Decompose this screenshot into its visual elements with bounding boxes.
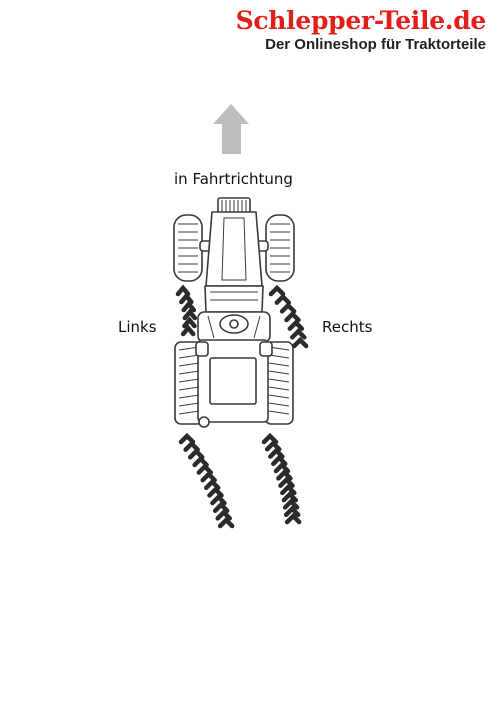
front-right-wheel: [265, 214, 295, 282]
tread-mark: [196, 463, 214, 475]
brand-logo: Schlepper-Teile.de Der Onlineshop für Tr…: [235, 6, 487, 54]
tread-mark: [280, 483, 297, 496]
left-side-label: Links: [118, 318, 157, 336]
right-side-label: Rechts: [322, 318, 373, 336]
tread-mark: [181, 300, 197, 313]
tread-mark: [212, 501, 230, 513]
tread-mark: [287, 319, 305, 331]
rear-right-wheel: [264, 341, 294, 425]
tread-mark: [268, 447, 285, 459]
tread-mark: [183, 440, 200, 452]
tread-mark: [192, 455, 209, 468]
driver-seat: [197, 311, 271, 343]
tread-mark: [187, 448, 205, 460]
tread-mark: [291, 336, 309, 349]
tread-mark: [273, 461, 291, 474]
tread-mark: [271, 454, 288, 467]
tread-mark: [261, 432, 279, 445]
tread-mark: [207, 486, 224, 498]
tread-mark: [283, 505, 301, 517]
tread-mark: [264, 440, 282, 452]
tractor-top-view-icon: [173, 197, 295, 428]
tread-mark: [281, 491, 299, 503]
brand-title: Schlepper-Teile.de: [235, 6, 487, 35]
tread-mark: [279, 302, 297, 314]
front-left-wheel: [173, 214, 203, 282]
tread-mark: [182, 308, 198, 321]
tread-mark: [217, 516, 235, 529]
tread-mark: [203, 478, 221, 491]
tyre-tracks: [175, 284, 309, 529]
forward-direction-label: in Fahrtrichtung: [174, 170, 293, 188]
tread-mark: [180, 324, 196, 337]
tread-mark: [274, 293, 292, 305]
tread-mark: [276, 469, 293, 481]
tread-mark: [215, 509, 232, 521]
tread-mark: [178, 432, 196, 445]
tread-mark: [182, 316, 197, 329]
tread-mark: [179, 292, 194, 305]
tread-mark: [290, 328, 307, 340]
tread-mark: [210, 493, 227, 506]
cab: [204, 285, 264, 313]
tread-mark: [175, 284, 191, 297]
arrow-up-icon: [213, 104, 249, 154]
tread-mark: [200, 471, 217, 483]
tread-mark: [284, 512, 302, 525]
tread-mark: [284, 310, 301, 323]
brand-subtitle: Der Onlineshop für Traktorteile: [265, 36, 486, 53]
tread-mark: [278, 476, 295, 488]
tread-mark: [268, 284, 286, 297]
tread-mark: [282, 498, 300, 510]
engine-hood: [205, 211, 263, 287]
